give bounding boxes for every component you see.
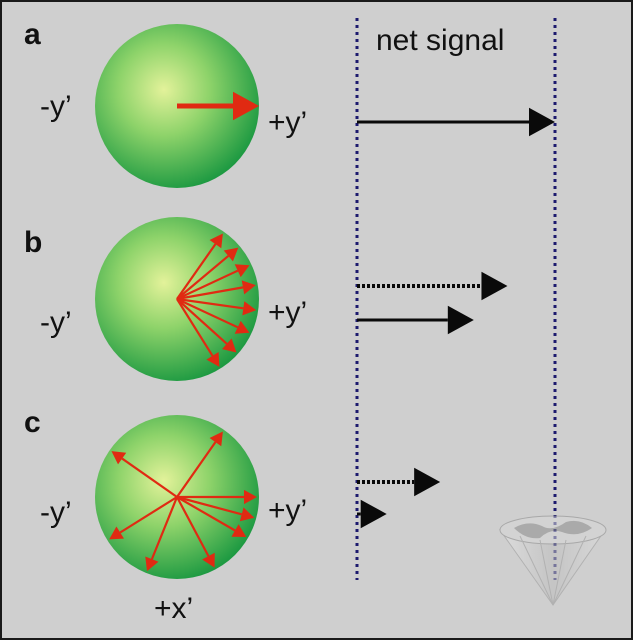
panel-b-vector-5 — [176, 297, 257, 316]
panel-b-vector-7 — [176, 298, 237, 353]
cone-icon — [499, 515, 607, 606]
panel-c-bottom-label: +x’ — [154, 592, 193, 625]
net-signal-title: net signal — [376, 24, 504, 57]
panel-c-signals — [357, 467, 441, 529]
panel-a-signals — [357, 107, 555, 137]
panel-c-vector-6 — [145, 496, 179, 572]
panel-b-signal-2 — [357, 305, 474, 335]
panel-a-vectors — [177, 91, 259, 121]
panel-c-left-label: -y’ — [40, 496, 72, 529]
panel-c-vector-4 — [176, 496, 247, 537]
panel-b-signal-1 — [357, 271, 508, 301]
panel-b-vector-4 — [176, 280, 256, 301]
panel-c-vector-1 — [177, 489, 257, 505]
panel-b-vectors — [176, 233, 257, 367]
panel-a-left-label: -y’ — [40, 90, 72, 123]
panel-c-vector-5 — [176, 496, 215, 568]
panel-b-vector-6 — [176, 298, 250, 334]
panel-b-vector-1 — [176, 233, 223, 300]
panel-c-vector-2 — [176, 431, 223, 498]
panel-c-vector-8 — [176, 495, 255, 522]
panel-b: b -y’ +y’ — [24, 217, 508, 381]
panel-c-signal-1 — [357, 467, 441, 497]
panel-b-right-label: +y’ — [268, 296, 307, 329]
panel-b-vector-2 — [176, 247, 239, 300]
panel-a-right-label: +y’ — [268, 106, 307, 139]
panel-c-vector-7 — [109, 496, 178, 540]
panel-c-vectors — [109, 431, 257, 572]
panel-a: a -y’ +y’ — [24, 18, 555, 188]
panel-b-vector-3 — [176, 264, 250, 300]
panel-b-letter: b — [24, 226, 42, 259]
panel-c-vector-3 — [111, 451, 178, 498]
panel-a-letter: a — [24, 18, 41, 51]
panel-b-left-label: -y’ — [40, 306, 72, 339]
panel-b-vector-8 — [176, 298, 220, 367]
panel-c-letter: c — [24, 406, 41, 439]
panel-c-right-label: +y’ — [268, 494, 307, 527]
panel-c-signal-2 — [357, 499, 387, 529]
panel-b-signals — [357, 271, 508, 335]
panel-c: c -y’ +y’ +x’ — [24, 406, 441, 625]
panel-a-signal-1 — [357, 107, 555, 137]
panel-a-vector-1 — [177, 91, 259, 121]
